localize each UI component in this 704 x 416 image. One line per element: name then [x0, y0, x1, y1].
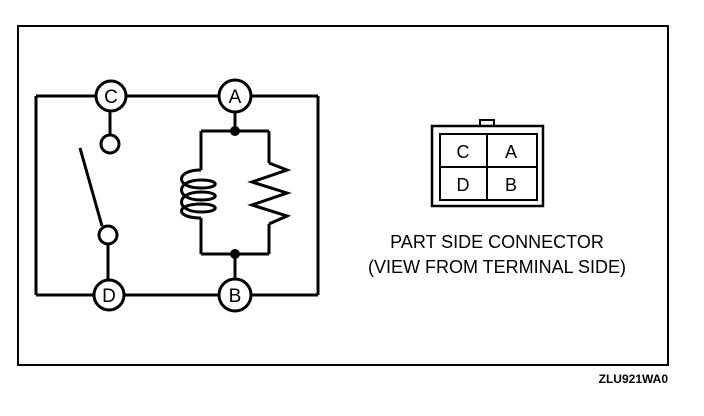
- connector-caption-line1: PART SIDE CONNECTOR: [390, 232, 604, 252]
- connector-shell: [430, 124, 545, 208]
- terminal-d-label: D: [102, 286, 116, 307]
- connector-cell-a: A: [505, 142, 517, 162]
- junction-dot-bottom: [230, 249, 240, 259]
- terminal-b: B: [217, 277, 253, 313]
- terminal-b-label: B: [229, 286, 242, 307]
- connector-caption-line2: (VIEW FROM TERMINAL SIDE): [368, 257, 626, 277]
- terminal-c: C: [94, 79, 128, 113]
- terminal-d: D: [92, 278, 126, 312]
- diagram-frame: [17, 25, 669, 366]
- terminal-a: A: [217, 78, 253, 114]
- figure-code: ZLU921WA0: [599, 372, 669, 386]
- junction-dot-top: [230, 126, 240, 136]
- switch-contact-lower: [97, 224, 119, 246]
- coil-icon: [180, 168, 217, 220]
- connector-cell-d: D: [457, 175, 470, 195]
- resistor-icon: [247, 161, 292, 226]
- switch-contact-upper: [99, 133, 121, 155]
- connector-cell-c: C: [457, 142, 470, 162]
- switch-icon: [78, 133, 121, 246]
- connector-cell-b: B: [505, 175, 517, 195]
- part-side-connector: [430, 119, 545, 208]
- terminal-a-label: A: [229, 87, 242, 108]
- terminal-c-label: C: [104, 87, 118, 108]
